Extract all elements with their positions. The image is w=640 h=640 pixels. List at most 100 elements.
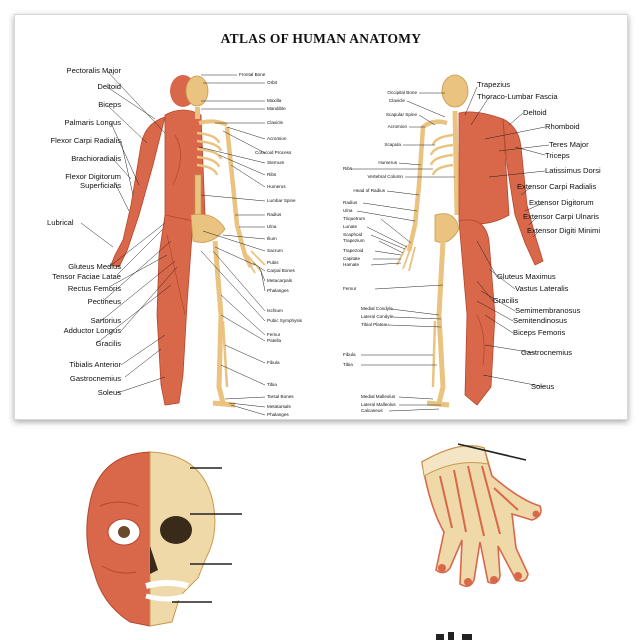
label-tibia-back: Tibia [343, 362, 353, 367]
label-trapezoid: Trapezoid [343, 248, 364, 253]
label-head-of-radius: Head of Radius [353, 188, 385, 193]
label-gracilis-back: Gracilis [493, 296, 519, 305]
label-gluteus-maximus: Gluteus Maximus [497, 272, 556, 281]
label-scapular-spine: Scapular Spine [385, 112, 417, 117]
label-medial-condyle: Medial Condyle [361, 306, 393, 311]
label-palmaris-longus: Palmaris Longus [64, 118, 121, 127]
label-triceps: Triceps [545, 151, 570, 160]
label-extensor-carpi-ulnaris: Extensor Carpi Ulnaris [523, 212, 599, 221]
label-flexor-digitorum: Flexor Digitorum [65, 172, 121, 181]
label-clavicle-back: Clavicle [388, 98, 405, 103]
label-adductor-longus: Adductor Longus [63, 326, 121, 335]
label-fibula-back: Fibula [343, 352, 356, 357]
label-brachioradialis: Brachioradialis [71, 154, 121, 163]
label-ilium: Ilium [267, 236, 277, 241]
poster-title: ATLAS OF HUMAN ANATOMY [220, 31, 422, 46]
label-rhomboid: Rhomboid [545, 122, 580, 131]
label-calcaneus: Calcaneus [361, 408, 383, 413]
label-semimembranosus: Semimembranosus [515, 306, 581, 315]
label-deltoid-back: Deltoid [523, 108, 547, 117]
label-maxilla: Maxilla [267, 98, 282, 103]
label-fibula-front: Fibula [267, 360, 280, 365]
label-carpal-bones: Carpal Bones [267, 268, 295, 273]
label-hamate: Hamate [343, 262, 360, 267]
label-gluteus-medius: Gluteus Medius [68, 262, 121, 271]
label-clavicle-front: Clavicle [267, 120, 284, 125]
hand-muscle-thumbnail [421, 443, 542, 588]
label-frontal-bone: Frontal Bone [239, 72, 266, 77]
label-trapezius: Trapezius [477, 80, 511, 89]
back-figure [396, 74, 544, 408]
label-triquetrum: Triquetrum [343, 216, 366, 221]
label-tibialis-anterior: Tibialis Anterior [69, 360, 121, 369]
label-latissimus-dorsi: Latissimus Dorsi [545, 166, 601, 175]
label-extensor-digitorum: Extensor Digitorum [529, 198, 594, 207]
label-lunate: Lunate [343, 224, 358, 229]
label-sacrum: Sacrum [267, 248, 283, 253]
label-mandible: Mandible [267, 106, 286, 111]
label-radius-back: Radius [343, 200, 358, 205]
label-gracilis: Gracilis [95, 339, 121, 348]
label-acromion-front: Acromion [267, 136, 287, 141]
label-extensor-carpi-radialis: Extensor Carpi Radialis [517, 182, 597, 191]
label-pectineus: Pectineus [87, 297, 121, 306]
label-tibia-front: Tibia [267, 382, 277, 387]
label-pubic-symphysis: Pubic Symphysis [267, 318, 302, 323]
label-biceps-femoris: Biceps Femoris [513, 328, 566, 337]
label-sartorius: Sartorius [90, 316, 121, 325]
skull-muscle-thumbnail [86, 451, 242, 627]
label-lumbar-spine: Lumbar Spine [267, 198, 296, 203]
label-superficialis: Superficialis [80, 181, 121, 190]
label-medial-malleolus: Medial Malleolus [361, 394, 396, 399]
label-soleus: Soleus [97, 388, 121, 397]
label-radius-front: Radius [267, 212, 282, 217]
label-metatarsals: Metatarsals [267, 404, 291, 409]
label-coracoid-process: Coracoid Process [255, 150, 292, 155]
label-semitendinosus: Semitendinosus [513, 316, 568, 325]
label-pectoralis-major: Pectoralis Major [66, 66, 121, 75]
label-capitate: Capitate [343, 256, 361, 261]
label-vertebral-column: Vertebral Column [367, 174, 404, 179]
label-humerus-back: Humerus [378, 160, 397, 165]
label-phalanges-hand: Phalanges [267, 288, 289, 293]
label-flexor-carpi-radialis: Flexor Carpi Radialis [50, 136, 121, 145]
label-scaphoid: Scaphoid [343, 232, 363, 237]
label-acromion-back: Acromion [387, 124, 407, 129]
label-lateral-malleolus: Lateral Malleolus [361, 402, 396, 407]
label-tarsal-bones: Tarsal Bones [267, 394, 294, 399]
label-extensor-digiti-minimi: Extensor Digiti Minimi [527, 226, 601, 235]
label-orbit: Orbit [267, 80, 277, 85]
label-ribs-back: Ribs [343, 166, 353, 171]
label-ulna-front: Ulna [267, 224, 277, 229]
label-pubis: Pubis [267, 260, 279, 265]
label-deltoid: Deltoid [97, 82, 121, 91]
label-gastrocnemius: Gastrocnemius [69, 374, 121, 383]
label-scapula: Scapula [384, 142, 401, 147]
label-phalanges-foot: Phalanges [267, 412, 289, 417]
label-thoraco-lumbar-fascia: Thoraco-Lumbar Fascia [477, 92, 558, 101]
label-ulna-back: Ulna [343, 208, 353, 213]
front-figure [110, 75, 266, 408]
label-ribs-front: Ribs [267, 172, 277, 177]
label-teres-major: Teres Major [549, 140, 589, 149]
anatomy-figures [80, 70, 550, 416]
label-lubrical: Lubrical [47, 218, 74, 227]
label-occipital-bone: Occipital Bone [387, 90, 417, 95]
label-gastrocnemius-back: Gastrocnemius [521, 348, 573, 357]
label-patella: Patella [267, 338, 282, 343]
label-humerus-front: Humerus [267, 184, 286, 189]
cropped-text-fragment [432, 622, 492, 640]
label-rectus-femoris: Rectus Femoris [67, 284, 121, 293]
label-vastus-lateralis: Vastus Lateralis [515, 284, 569, 293]
label-biceps: Biceps [98, 100, 121, 109]
label-femur-front: Femur [267, 332, 281, 337]
label-soleus-back: Soleus [531, 382, 555, 391]
label-tensor-faciae-latae: Tensor Faciae Latae [52, 272, 121, 281]
anatomy-poster: ATLAS OF HUMAN ANATOMY [14, 14, 628, 420]
label-sternum: Sternum [267, 160, 285, 165]
label-ischium: Ischium [267, 308, 283, 313]
label-femur-back: Femur [343, 286, 357, 291]
label-metacarpals: Metacarpals [267, 278, 293, 283]
label-lateral-condyle: Lateral Condyle [361, 314, 394, 319]
label-tibial-plateau: Tibial Plateau [361, 322, 389, 327]
